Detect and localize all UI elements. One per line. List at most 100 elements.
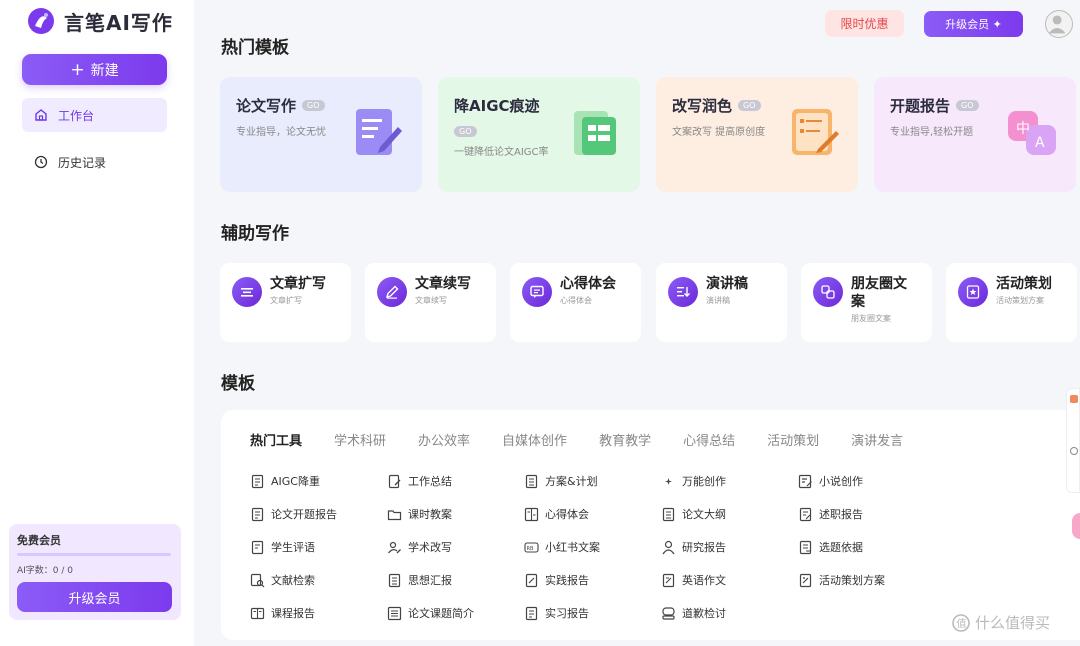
report-icon xyxy=(388,573,401,587)
usage-count: AI字数：0 / 0 xyxy=(17,566,74,576)
xiaohongshu-icon: RB xyxy=(524,541,539,553)
message-icon xyxy=(522,277,552,307)
floating-side-panel[interactable] xyxy=(1066,388,1080,493)
avatar[interactable] xyxy=(1045,10,1073,38)
assist-card-sub: 演讲稿 xyxy=(706,296,730,305)
assist-card-event[interactable]: 活动策划活动策划方案 xyxy=(946,263,1077,342)
chat-icon xyxy=(1070,447,1078,455)
template-item[interactable]: 课时教案 xyxy=(387,506,452,522)
template-item[interactable]: 实践报告 xyxy=(524,572,589,588)
tab-office[interactable]: 办公效率 xyxy=(418,434,471,449)
person-icon xyxy=(662,540,675,554)
tab-media[interactable]: 自媒体创作 xyxy=(502,434,568,449)
template-item[interactable]: 文献检索 xyxy=(250,572,315,588)
sidebar: 言笔AI写作 + 新建 工作台 历史记录 免费会员 AI字数：0 / 0 升级会… xyxy=(0,0,194,646)
section-title-templates: 模板 xyxy=(221,374,255,394)
plan-doc-icon xyxy=(525,474,538,488)
template-item[interactable]: 万能创作 xyxy=(661,473,726,489)
translate-circle-icon xyxy=(813,277,843,307)
assist-card-continue[interactable]: 文章续写文章续写 xyxy=(365,263,496,342)
template-item[interactable]: 心得体会 xyxy=(524,506,589,522)
hot-card-title: 降AIGC痕迹 xyxy=(454,97,540,115)
template-item[interactable]: 学生评语 xyxy=(250,539,315,555)
template-item[interactable]: 论文开题报告 xyxy=(250,506,337,522)
template-item[interactable]: AIGC降重 xyxy=(250,473,320,489)
tab-event[interactable]: 活动策划 xyxy=(767,434,820,449)
tab-hot-tools[interactable]: 热门工具 xyxy=(250,434,303,449)
sidebar-item-label: 历史记录 xyxy=(58,155,107,170)
hot-card-desc: 文案改写 提高原创度 xyxy=(672,127,766,138)
new-button[interactable]: + 新建 xyxy=(22,54,167,85)
assist-card-sub: 朋友圈文案 xyxy=(851,314,891,323)
usage-bar xyxy=(17,553,171,556)
hot-card-reduce-aigc[interactable]: 降AIGC痕迹 GO 一键降低论文AIGC率 xyxy=(438,77,640,192)
template-item[interactable]: 学术改写 xyxy=(387,539,452,555)
template-item[interactable]: 道歉检讨 xyxy=(661,605,726,621)
svg-text:RB: RB xyxy=(527,546,534,552)
novel-icon xyxy=(798,474,812,488)
template-item[interactable]: 英语作文 xyxy=(661,572,726,588)
hot-card-title: 开题报告 xyxy=(890,97,951,115)
intern-doc-icon xyxy=(525,606,538,620)
download-list-icon xyxy=(668,277,698,307)
outline-doc-icon xyxy=(662,507,675,521)
app-logo[interactable]: 言笔AI写作 xyxy=(26,6,173,36)
new-button-label: 新建 xyxy=(90,62,119,79)
sidebar-upgrade-button[interactable]: 升级会员 xyxy=(17,582,172,612)
text-expand-icon xyxy=(232,277,262,307)
template-item[interactable]: 小说创作 xyxy=(798,473,863,489)
upgrade-button[interactable]: 升级会员 ✦ xyxy=(924,11,1023,37)
assist-card-title: 演讲稿 xyxy=(706,276,748,292)
clock-icon xyxy=(34,155,48,169)
promo-button[interactable]: 限时优惠 xyxy=(825,10,904,37)
sidebar-item-workspace[interactable]: 工作台 xyxy=(22,98,167,132)
checklist-pen-icon xyxy=(792,109,839,155)
event-plan-icon xyxy=(799,573,812,587)
book-icon xyxy=(250,607,265,619)
assist-card-sub: 文章扩写 xyxy=(270,296,302,305)
template-item[interactable]: 实习报告 xyxy=(524,605,589,621)
template-item[interactable]: 述职报告 xyxy=(798,506,863,522)
tab-speech[interactable]: 演讲发言 xyxy=(851,434,904,449)
assist-card-speech[interactable]: 演讲稿演讲稿 xyxy=(656,263,787,342)
template-item[interactable]: 方案&计划 xyxy=(524,473,598,489)
edit-doc-icon xyxy=(388,474,401,488)
assist-card-expand[interactable]: 文章扩写文章扩写 xyxy=(220,263,351,342)
document-icon xyxy=(251,474,264,488)
english-doc-icon xyxy=(662,573,675,587)
template-item[interactable]: 研究报告 xyxy=(661,539,726,555)
tab-education[interactable]: 教育教学 xyxy=(599,434,652,449)
template-panel: 热门工具 学术科研 办公效率 自媒体创作 教育教学 心得总结 活动策划 演讲发言… xyxy=(221,410,1080,640)
assist-card-moments[interactable]: 朋友圈文案朋友圈文案 xyxy=(801,263,932,342)
document-stack-icon xyxy=(574,111,616,155)
hot-card-desc: 一键降低论文AIGC率 xyxy=(454,147,549,158)
template-item[interactable]: 论文课题简介 xyxy=(387,605,474,621)
template-item[interactable]: 思想汇报 xyxy=(387,572,452,588)
folder-icon xyxy=(387,509,402,520)
comment-doc-icon xyxy=(251,540,264,554)
tab-academic[interactable]: 学术科研 xyxy=(334,434,387,449)
template-item[interactable]: 课程报告 xyxy=(250,605,315,621)
sidebar-item-history[interactable]: 历史记录 xyxy=(22,145,167,179)
pen-icon xyxy=(377,277,407,307)
template-item[interactable]: 论文大纲 xyxy=(661,506,726,522)
plus-icon: + xyxy=(70,59,85,80)
floating-assistant-tab[interactable] xyxy=(1072,513,1080,539)
split-doc-icon xyxy=(524,507,539,521)
svg-text:中: 中 xyxy=(1016,121,1030,137)
assist-card-sub: 文章续写 xyxy=(415,296,447,305)
assist-card-sub: 心得体会 xyxy=(560,296,592,305)
assist-card-sub: 活动策划方案 xyxy=(996,296,1044,305)
template-item[interactable]: 工作总结 xyxy=(387,473,452,489)
template-item[interactable]: 活动策划方案 xyxy=(798,572,885,588)
translate-icon: 中 A xyxy=(1008,111,1056,155)
member-title: 免费会员 xyxy=(17,534,61,547)
template-item[interactable]: 选题依据 xyxy=(798,539,863,555)
tab-summary[interactable]: 心得总结 xyxy=(683,434,736,449)
assist-card-reflection[interactable]: 心得体会心得体会 xyxy=(510,263,641,342)
document-pen-icon xyxy=(356,109,402,155)
